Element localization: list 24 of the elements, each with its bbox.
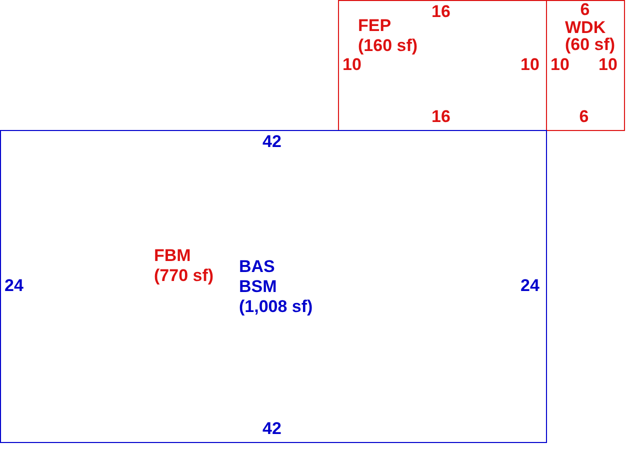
dimension-label: 6 [579, 108, 589, 126]
dimension-label: 10 [520, 56, 540, 74]
area-label: (1,008 sf) [239, 298, 313, 316]
area-outline [0, 130, 547, 443]
area-label: (160 sf) [358, 37, 418, 55]
area-label: FEP [358, 17, 392, 35]
dimension-label: 16 [432, 3, 450, 21]
area-label: (60 sf) [565, 36, 616, 54]
dimension-label: 24 [520, 277, 540, 295]
area-outline [338, 0, 547, 131]
area-label: FBM [154, 247, 191, 265]
area-outline [546, 0, 625, 131]
dimension-label: 42 [262, 133, 282, 151]
dimension-label: 10 [342, 56, 362, 74]
dimension-label: 10 [598, 56, 618, 74]
dimension-label: 16 [432, 108, 450, 126]
dimension-label: 42 [262, 420, 282, 438]
dimension-label: 6 [580, 1, 590, 19]
area-label: BSM [239, 278, 277, 296]
dimension-label: 24 [4, 277, 24, 295]
area-label: (770 sf) [154, 267, 214, 285]
dimension-label: 10 [550, 56, 570, 74]
area-label: BAS [239, 258, 275, 276]
area-label: WDK [565, 19, 606, 37]
